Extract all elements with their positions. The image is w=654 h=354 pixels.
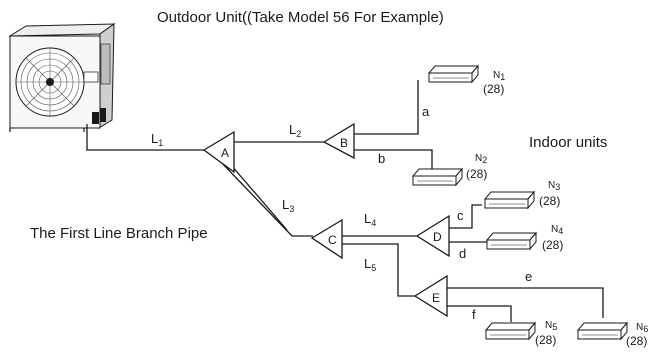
unit-capacity-N4: (28) bbox=[542, 238, 563, 252]
pipe-label-L4: L4 bbox=[364, 211, 376, 228]
pipe-label-L3: L3 bbox=[282, 197, 294, 214]
branch-label-C: C bbox=[328, 233, 337, 247]
outdoor-unit-illustration bbox=[8, 23, 116, 132]
indoor-unit-N5 bbox=[484, 321, 537, 341]
unit-label-N3: N3 bbox=[548, 180, 560, 192]
unit-label-N2: N2 bbox=[475, 153, 487, 165]
unit-label-N1: N1 bbox=[493, 70, 505, 82]
indoor-unit-N2 bbox=[411, 167, 464, 187]
branch-B bbox=[322, 122, 355, 160]
indoor-unit-N6 bbox=[576, 321, 629, 341]
unit-capacity-N2: (28) bbox=[466, 167, 487, 181]
indoor-units-label: Indoor units bbox=[529, 134, 607, 151]
unit-label-N4: N4 bbox=[551, 224, 563, 236]
unit-capacity-N3: (28) bbox=[539, 194, 560, 208]
diagram-title: Outdoor Unit((Take Model 56 For Example) bbox=[157, 9, 444, 26]
branch-pipes bbox=[202, 122, 450, 318]
unit-label-N6: N6 bbox=[636, 322, 648, 334]
pipe-f bbox=[447, 305, 512, 322]
pipe-label-L1: L1 bbox=[151, 131, 163, 148]
segment-label-a: a bbox=[422, 104, 430, 119]
pipe-network bbox=[86, 80, 604, 322]
branch-label-E: E bbox=[432, 291, 440, 305]
pipe-e bbox=[447, 287, 604, 318]
pipe-L3 bbox=[218, 159, 313, 237]
pipe-L1 bbox=[86, 124, 207, 151]
pipe-a bbox=[354, 80, 419, 135]
unit-capacity-N5: (28) bbox=[535, 333, 556, 347]
segment-label-e: e bbox=[525, 269, 532, 284]
unit-capacity-N1: (28) bbox=[483, 82, 504, 96]
leader-first-branch bbox=[224, 157, 288, 231]
pipe-label-L2: L2 bbox=[289, 122, 301, 139]
indoor-unit-N1 bbox=[427, 64, 480, 84]
pipe-label-L5: L5 bbox=[364, 256, 376, 273]
pipe-c bbox=[449, 204, 482, 229]
branch-A bbox=[202, 130, 235, 174]
unit-label-N5: N5 bbox=[545, 320, 557, 332]
branch-label-A: A bbox=[221, 146, 229, 160]
branch-E bbox=[413, 274, 448, 318]
segment-label-c: c bbox=[457, 208, 464, 223]
outdoor-unit bbox=[8, 23, 116, 132]
branch-label-D: D bbox=[433, 230, 442, 244]
indoor-unit-N3 bbox=[483, 190, 536, 210]
branch-label-B: B bbox=[340, 136, 348, 150]
pipe-L5 bbox=[342, 243, 417, 297]
segment-label-f: f bbox=[472, 307, 476, 322]
branch-C bbox=[310, 218, 343, 260]
first-branch-label: The First Line Branch Pipe bbox=[30, 225, 208, 242]
segment-label-d: d bbox=[459, 246, 466, 261]
unit-capacity-N6: (28) bbox=[626, 334, 647, 348]
branch-D bbox=[415, 214, 450, 258]
pipe-b bbox=[354, 149, 433, 170]
indoor-unit-N4 bbox=[485, 231, 538, 251]
segment-label-b: b bbox=[378, 151, 385, 166]
